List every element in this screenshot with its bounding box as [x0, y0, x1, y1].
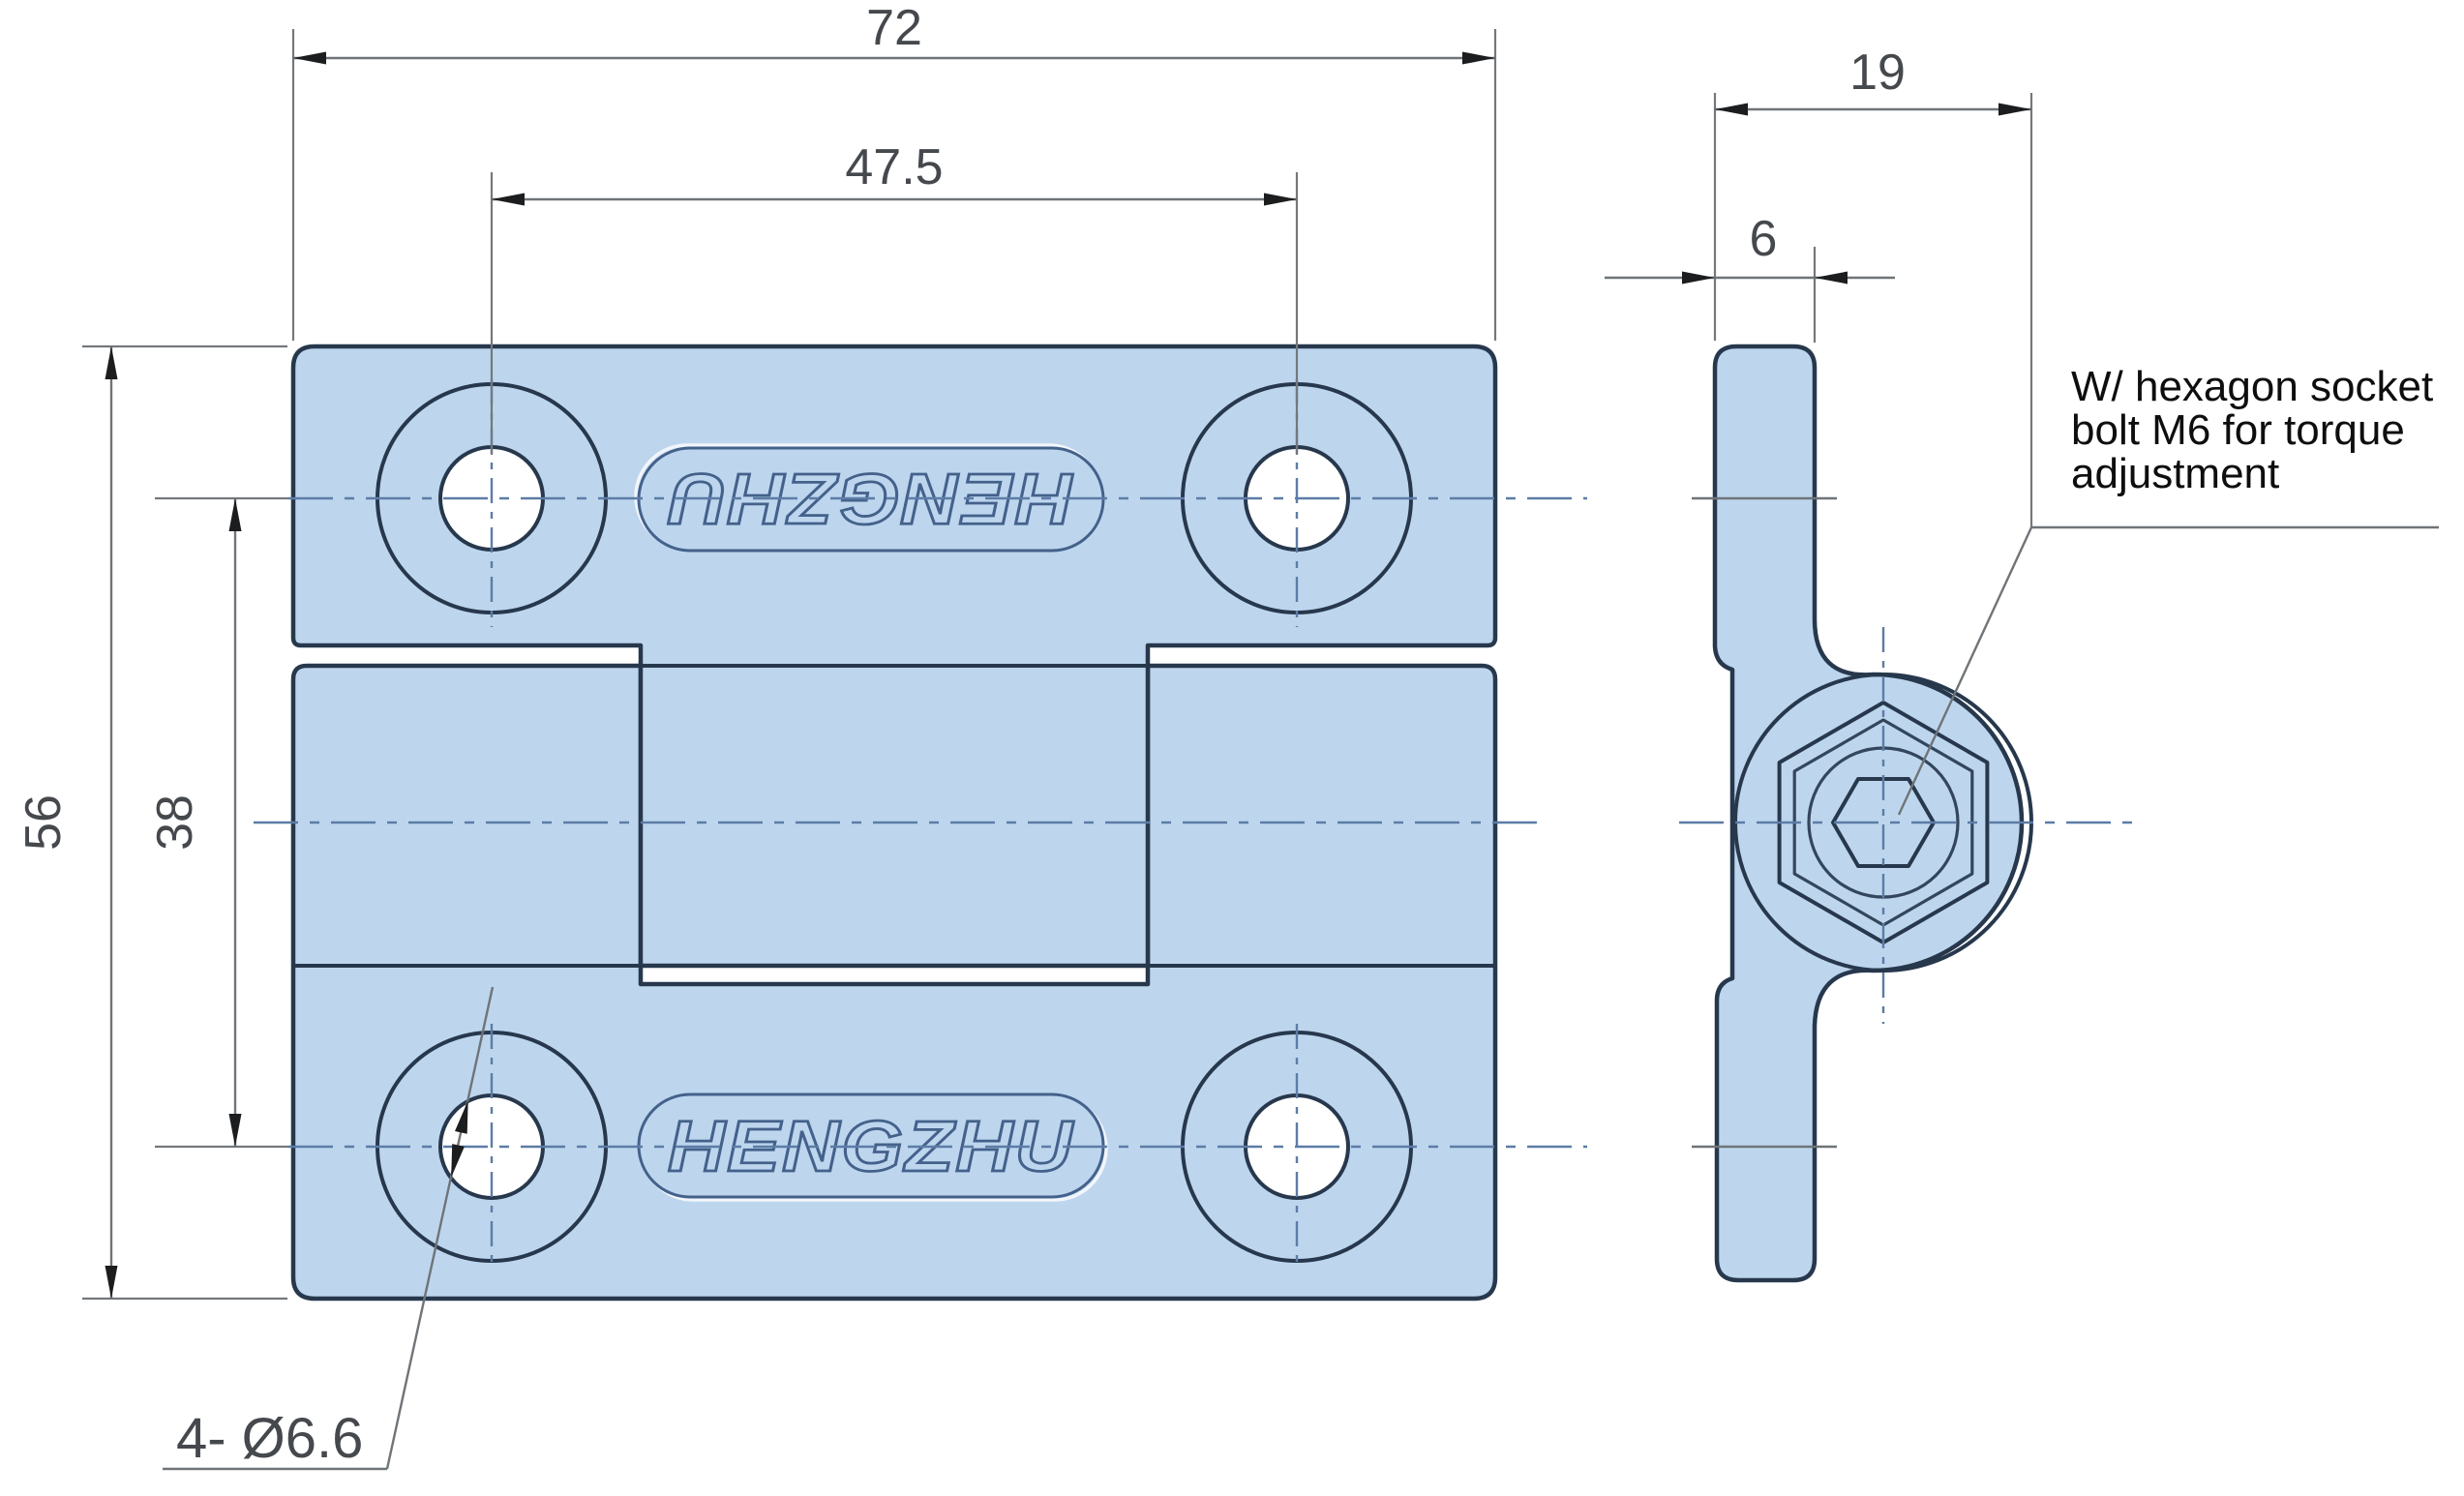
annotation-hex-socket-bolt: W/ hexagon socket bolt M6 for torque adj…: [1897, 363, 2439, 816]
annotation-line-1: W/ hexagon socket: [2071, 363, 2433, 410]
hex-socket: [1831, 777, 1936, 868]
dim-leaf-thickness-label: 6: [1750, 211, 1778, 267]
annotation-line-3: adjustment: [2071, 450, 2279, 497]
hinge-leaf-bottom: [290, 663, 1498, 1302]
hinge-leaf-top: [290, 344, 1498, 969]
side-view: [1712, 344, 2033, 1283]
dim-overall-height-label: 56: [15, 794, 72, 851]
dim-hole-spacing-vertical: 38: [147, 498, 242, 1147]
dim-overall-height: 56: [15, 344, 287, 1301]
annotation-line-2: bolt M6 for torque: [2071, 406, 2405, 454]
dim-hole-spacing-vertical-label: 38: [147, 794, 203, 851]
dim-hole-callout: 4- Ø6.6: [163, 986, 495, 1471]
hole-callout-leader-line: [385, 986, 495, 1470]
dim-side-width-label: 19: [1849, 45, 1906, 101]
dim-hole-spacing-horizontal-label: 47.5: [845, 139, 943, 195]
dim-side-width: 19: [1713, 45, 2033, 527]
centerlines: [155, 379, 2134, 1270]
dim-overall-width-label: 72: [866, 0, 922, 56]
dim-overall-width: 72: [291, 0, 1497, 341]
dim-leaf-thickness: 6: [1605, 211, 1895, 343]
side-silhouette: [1712, 344, 2025, 1283]
dimensions: 72 47.5 56 38: [15, 0, 2439, 1471]
dim-hole-spacing-horizontal: 47.5: [490, 139, 1299, 455]
annotation-leader-line: [1897, 526, 2033, 816]
dim-hole-callout-label: 4- Ø6.6: [176, 1407, 363, 1470]
